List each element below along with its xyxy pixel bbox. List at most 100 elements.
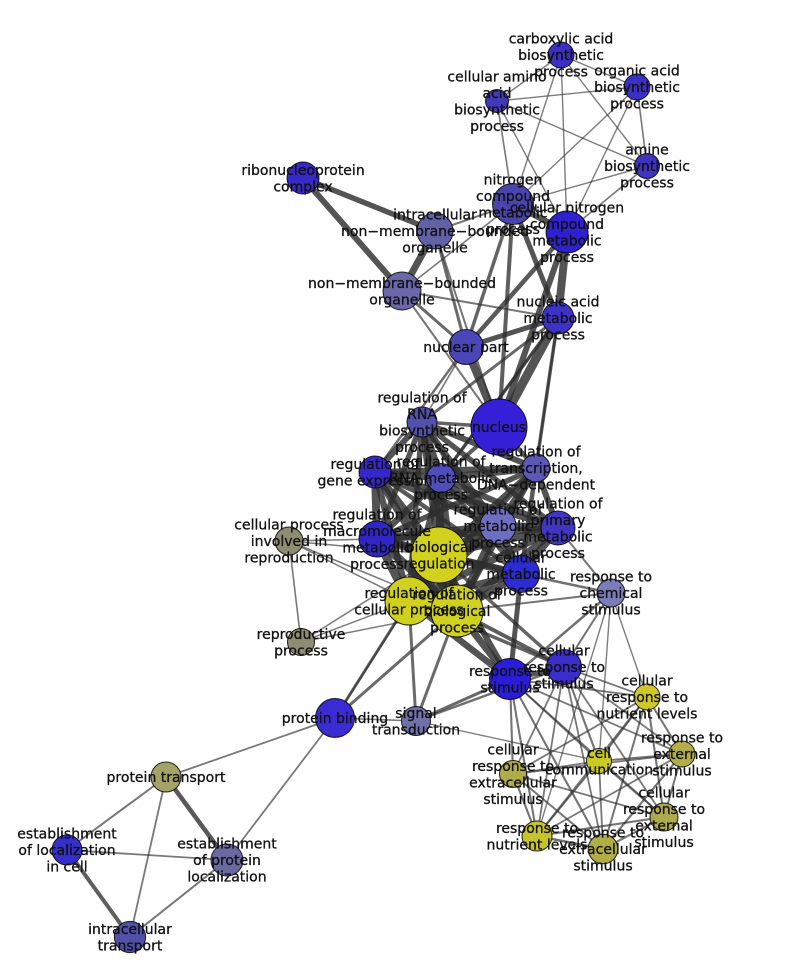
edge-n6-n12 (496, 231, 570, 428)
edge-n39-n41 (65, 848, 132, 939)
edge-n4-n5 (512, 165, 648, 205)
node-cellular-amino-acid-biosynthetic-process (485, 89, 509, 113)
node-regulation-of-gene-expression (358, 455, 392, 489)
edge-n22-n27 (509, 592, 612, 680)
edge-n38-n39 (66, 776, 167, 851)
edge-n5-n12 (497, 203, 515, 428)
node-protein-binding (315, 698, 355, 738)
node-cellular-metabolic-process (502, 555, 540, 593)
node-ribonucleoprotein-complex (286, 161, 320, 195)
node-non-membrane-bounded-organelle (382, 271, 422, 311)
node-response-to-nutrient-levels (521, 820, 553, 852)
node-nucleic-acid-metabolic-process (541, 301, 575, 335)
edge-n1-n6 (560, 54, 568, 233)
edge-n29-n28 (415, 665, 565, 723)
edge-n3-n4 (496, 100, 648, 167)
node-regulation-of-metabolic-process (479, 507, 517, 545)
node-regulation-of-transcription-dna-dependent (521, 453, 551, 483)
edge-n3-n6 (496, 100, 568, 233)
node-cellular-nitrogen-compound-metabolic-process (545, 210, 589, 254)
node-nuclear-part (448, 329, 484, 365)
label-protein-transport: protein transport (107, 770, 226, 786)
edge-n39-n40 (66, 849, 228, 861)
node-regulation-of-macromolecule-metabolic-process (358, 520, 396, 558)
node-signal-transduction (401, 706, 431, 736)
node-nitrogen-compound-metabolic-process (492, 183, 534, 225)
edge-n32-n37 (602, 753, 683, 850)
edge-n13-n10 (421, 316, 559, 424)
edge-n31-n34 (512, 696, 648, 775)
edge-n7-n8 (301, 175, 437, 234)
node-cellular-process-involved-in-reproduction (274, 526, 304, 556)
node-amine-biosynthetic-process (634, 153, 660, 179)
edge-n35-n36 (536, 815, 665, 838)
edge-n31-n37 (602, 696, 648, 850)
edge-n34-n37 (512, 773, 604, 850)
edge-n1-n5 (512, 54, 562, 205)
label-nucleus: nucleus (472, 420, 526, 436)
edge-n16-n10 (439, 316, 560, 480)
edge-n25-n26 (288, 540, 302, 643)
edge-n27-n37 (509, 678, 604, 850)
edge-n38-n41 (129, 776, 167, 938)
edge-n1-n4 (560, 54, 648, 167)
edge-n28-n34 (512, 666, 565, 775)
node-organic-acid-biosynthetic-process (623, 73, 651, 101)
edge-n28-n37 (563, 666, 604, 850)
node-intracellular-transport (113, 920, 147, 954)
node-nucleus (470, 398, 528, 456)
node-regulation-of-rna-metabolic-process (426, 463, 456, 493)
edge-n9-n10 (401, 290, 559, 319)
node-cellular-response-to-stimulus (546, 649, 582, 685)
node-layer (51, 41, 696, 954)
node-carboxylic-acid-biosynthetic-process (547, 41, 575, 69)
edge-n34-n35 (512, 773, 665, 818)
node-cellular-response-to-external-stimulus (649, 802, 679, 832)
edge-n33-n36 (536, 760, 600, 837)
node-establishment-of-protein-localization (210, 843, 244, 877)
edge-n2-n6 (566, 86, 638, 233)
node-response-to-extracellular-stimulus (587, 833, 619, 865)
edge-n30-n40 (226, 717, 336, 861)
edge-n1-n2 (560, 54, 638, 88)
node-establishment-of-localization-in-cell (51, 834, 83, 866)
label-nuclear-part: nuclear part (423, 340, 509, 356)
node-regulation-of-primary-metabolic-process (540, 510, 576, 546)
edge-n22-n31 (610, 592, 648, 698)
node-response-to-stimulus (489, 658, 531, 700)
node-cellular-response-to-extracellular-stimulus (499, 760, 527, 788)
